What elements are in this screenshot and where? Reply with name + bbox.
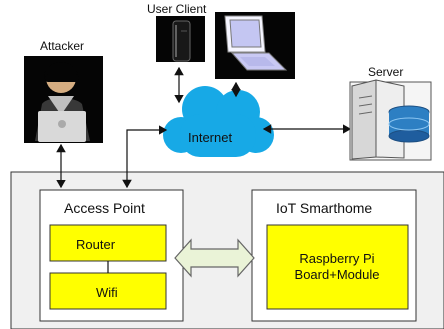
user-client-label: User Client: [147, 2, 207, 16]
attacker-label: Attacker: [40, 39, 85, 53]
raspberry-pi-box: [266, 224, 409, 310]
wifi-label: Wifi: [96, 285, 118, 300]
bidirectional-link-arrow: [174, 238, 255, 278]
internet-cloud: [163, 86, 274, 157]
iot-smarthome-label: IoT Smarthome: [276, 200, 373, 216]
server-label: Server: [368, 65, 404, 79]
internet-label: Internet: [188, 130, 233, 145]
attacker-icon: [24, 56, 103, 143]
laptop-icon: [215, 12, 295, 79]
wifi-box: [49, 272, 167, 310]
server-icon: [349, 79, 432, 161]
raspberry-pi-label: Raspberry Pi Board+Module: [294, 251, 380, 282]
access-point-label: Access Point: [64, 200, 145, 216]
phone-icon: [156, 16, 205, 62]
router-label: Router: [76, 237, 116, 252]
access-point-internet-link: [122, 125, 168, 189]
